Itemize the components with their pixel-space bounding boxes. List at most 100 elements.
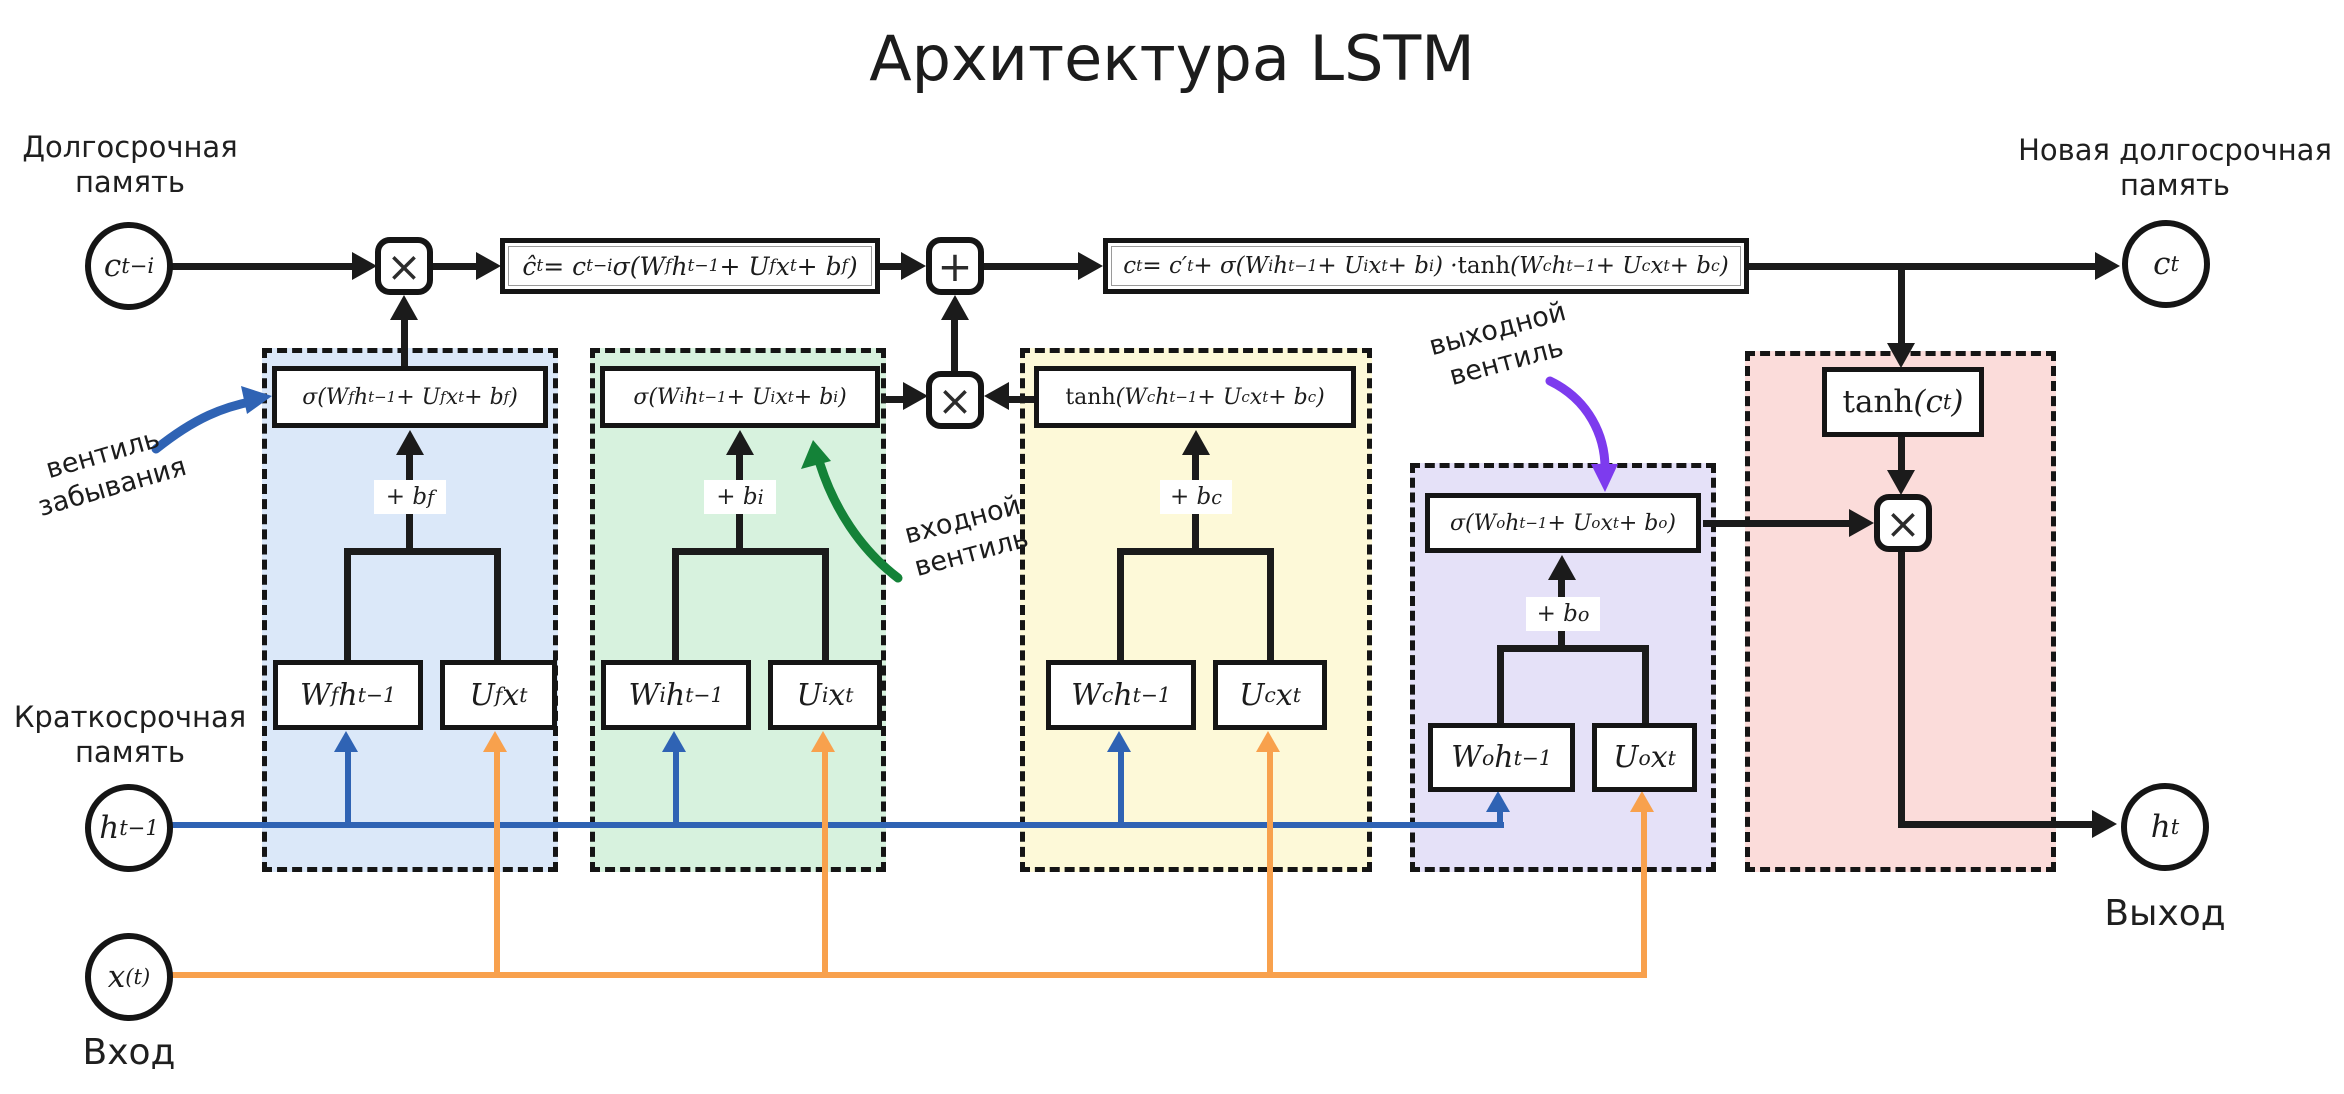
candidate-leg-w <box>1117 553 1124 660</box>
output-sum-arrow <box>1548 555 1576 580</box>
hidden-arrow-wf <box>334 731 358 752</box>
cell-branch-arrow <box>1887 343 1915 368</box>
input-out-arrow <box>903 382 928 410</box>
hidden-branch-wf <box>345 750 351 826</box>
cell-line-2 <box>433 263 480 270</box>
mult-to-hidden-vline <box>1898 552 1905 828</box>
multiply-node-input: × <box>926 371 984 429</box>
input-arrow-ui <box>811 731 835 752</box>
candidate-out-arrow <box>984 382 1009 410</box>
cell-line-5 <box>1749 263 2099 270</box>
input-bar <box>672 548 829 555</box>
output-gate-out-arrow <box>1849 509 1874 537</box>
output-gate-annotation: выходной вентиль <box>1425 295 1570 392</box>
cell-line-3 <box>880 263 907 270</box>
forget-sum-arrow <box>396 430 424 455</box>
candidate-leg-u <box>1267 553 1274 660</box>
cell-branch-down <box>1898 266 1905 350</box>
forget-gate-annotation: вентиль забывания <box>34 423 190 523</box>
output-leg-u <box>1642 650 1649 723</box>
input-leg-u <box>822 553 829 660</box>
input-node: x(t) <box>85 933 173 1021</box>
input-path-elbow <box>1641 810 1647 975</box>
hidden-path-line <box>172 822 1504 828</box>
input-branch-uf <box>494 750 500 974</box>
mult2-to-add-line <box>951 316 958 371</box>
multiply-node-forget: × <box>375 237 433 295</box>
forget-bar <box>344 548 501 555</box>
input-branch-uc <box>1267 750 1273 974</box>
cell-line-1 <box>172 263 354 270</box>
candidate-bar <box>1117 548 1274 555</box>
hidden-arrow-wo <box>1486 791 1510 812</box>
hidden-arrow-wc <box>1107 731 1131 752</box>
input-out-line <box>882 396 908 403</box>
candidate-sum-arrow <box>1182 430 1210 455</box>
input-label: Вход <box>82 1032 176 1073</box>
hidden-arrow-wi <box>662 731 686 752</box>
input-branch-ui <box>822 750 828 974</box>
forget-out-arrow <box>390 295 418 320</box>
forget-leg-w <box>344 553 351 660</box>
mult-to-hidden-hline <box>1898 821 2097 828</box>
hidden-out-arrow <box>2092 810 2117 838</box>
cell-arrow-ct <box>2095 252 2120 280</box>
forget-out-line <box>401 316 408 366</box>
output-gate-out-line <box>1703 520 1853 527</box>
mult2-to-add-arrow <box>941 295 969 320</box>
input-path-line <box>172 972 1647 978</box>
output-label: Выход <box>2104 893 2226 934</box>
tanh-to-mult-arrow <box>1887 470 1915 495</box>
output-leg-w <box>1497 650 1504 723</box>
input-leg-w <box>672 553 679 660</box>
input-arrow-uf <box>483 731 507 752</box>
hidden-branch-wc <box>1118 750 1124 826</box>
cell-arrow-1 <box>352 252 377 280</box>
output-bar <box>1497 645 1649 652</box>
add-node: + <box>926 237 984 295</box>
hidden-path-elbow <box>1497 810 1503 825</box>
forget-leg-u <box>494 553 501 660</box>
candidate-out-line <box>1009 396 1036 403</box>
cell-line-4 <box>984 263 1082 270</box>
short-term-memory-label: Краткосрочная память <box>13 700 247 770</box>
hidden-branch-wi <box>673 750 679 826</box>
cell-arrow-3 <box>901 252 926 280</box>
input-arrow-uo <box>1630 791 1654 812</box>
multiply-node-output: × <box>1874 494 1932 552</box>
new-long-term-memory-label: Новая долгосрочная память <box>2018 133 2332 203</box>
input-arrow-uc <box>1256 731 1280 752</box>
output-gate-arrow <box>1545 376 1610 473</box>
diagram-title: Архитектура LSTM <box>869 22 1475 95</box>
tanh-to-mult-line <box>1898 437 1905 477</box>
long-term-memory-label: Долгосрочная память <box>22 130 238 200</box>
input-sum-arrow <box>726 430 754 455</box>
cell-arrow-2 <box>476 252 501 280</box>
